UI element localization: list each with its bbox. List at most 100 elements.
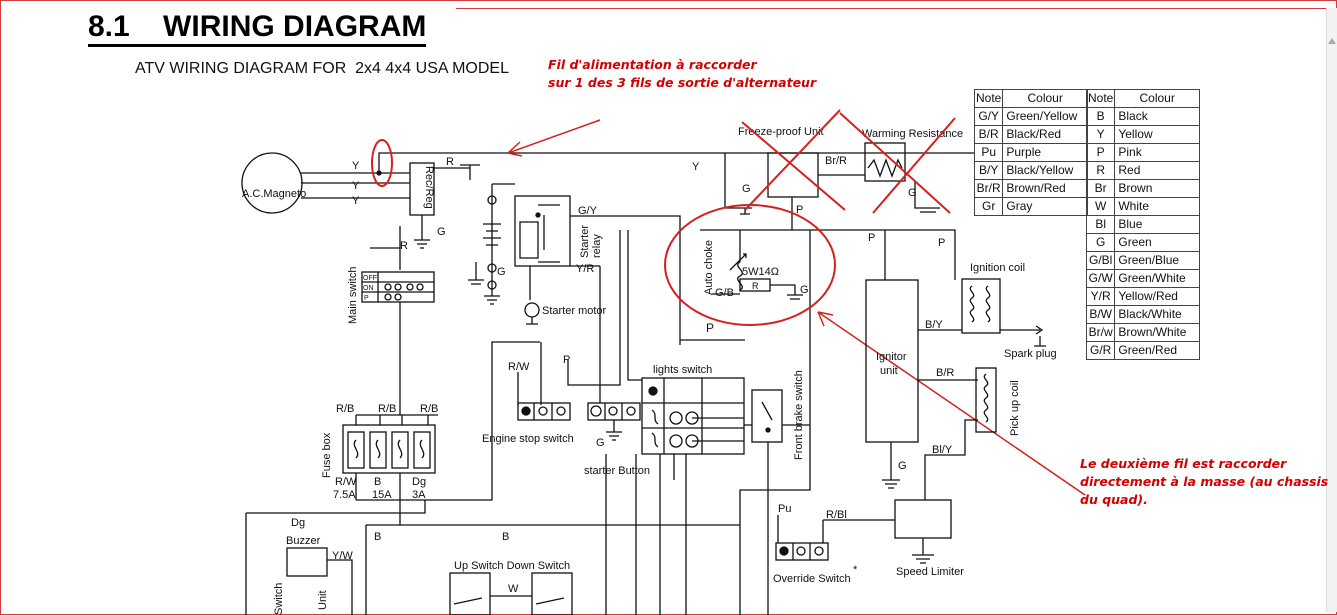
lights-switch-box[interactable] [641,377,745,455]
wire-label-g-ignitor: G [898,460,907,472]
wire-label-dg-buzzer: Dg [291,517,305,529]
color-code: W [1085,197,1116,216]
override-switch-box[interactable] [775,542,829,561]
color-code: Y [1085,125,1116,144]
switch-contact [669,434,683,448]
wire-label-yw: Y/W [332,550,353,562]
fuse-rating-3: 3A [412,489,426,501]
switch-contact [384,293,392,301]
wire-label-b-bus1: B [374,531,381,543]
annotation-power-wire-line1: Fil d'alimentation à raccorder [548,57,757,72]
pickup-coil-box [975,367,997,433]
switch-contact [669,411,683,425]
ground-symbol [606,420,622,441]
engine-stop-switch-box[interactable] [517,402,571,421]
pickup-coil-winding [983,373,989,423]
battery-symbol [483,223,501,246]
wire-label-rw-engine: R/W [508,361,530,373]
page-top-border [456,8,1328,9]
wire-label-p-bus: P [706,321,714,335]
main-switch-off: OFF [363,275,377,282]
color-code: B [1085,107,1116,126]
front-brake-switch-box[interactable] [751,389,783,443]
switch-contact-filled [765,427,771,433]
color-name: Green [1114,233,1200,252]
page-title: 8.1 WIRING DIAGRAM [88,11,427,47]
unit-label: Unit [317,590,329,610]
color-code: Br/R [973,179,1004,198]
lights-switch-grid [642,378,744,454]
scroll-up-arrow-icon[interactable] [1328,38,1336,44]
switch-contact [394,293,402,301]
starter-relay-coil [519,221,539,259]
color-code: B/Y [973,161,1004,180]
switch-contact [608,406,618,416]
buzzer-label: Buzzer [286,535,321,547]
warming-resistance-symbol [867,158,903,178]
up-switch-box[interactable] [449,572,491,615]
wire-label-g-recreg: G [437,226,446,238]
starter-motor-symbol [524,302,540,318]
wire-label-by: B/Y [925,319,943,331]
color-code: P [1085,143,1116,162]
relay-junction-dot [535,212,541,218]
auto-choke-coil [737,230,743,291]
wire-label-g-starter: G [596,437,605,449]
p-bus-wire [700,229,956,280]
annotation-power-wire-line2: sur 1 des 3 fils de sortie d'alternateur [548,75,817,90]
annotation-ground-wire: Le deuxième fil est raccorder directemen… [1080,456,1329,507]
switch-contact [416,283,424,291]
color-name: Green/Yellow [1002,107,1088,126]
switch-contact [538,406,548,416]
starter-relay-label-line2: relay [591,234,603,258]
main-switch-label: Main switch [347,267,359,324]
front-brake-switch-label: Front brake switch [793,370,805,460]
main-switch-grid [362,272,434,302]
wire-label-r-choke: R [752,281,759,291]
front-brake-contacts [744,401,810,615]
color-name: Black/Yellow [1002,161,1088,180]
speed-limiter-box [894,499,952,539]
ground-symbol [468,262,484,285]
color-name: Brown [1114,179,1200,198]
magneto-label: A.C.Magneto [242,188,306,200]
vertical-scrollbar[interactable] [1326,8,1337,612]
wire-label-gb: G/B [715,287,734,299]
wire-label-p-ignitor: P [868,232,875,244]
header-colour: Colour [1002,89,1088,108]
warming-resistance-ground [914,181,940,213]
wire-label-g-battery: G [497,266,506,278]
wire-label-br: B/R [936,367,954,379]
color-name: Purple [1002,143,1088,162]
switch-contact [590,405,602,417]
lights-switch-elements [651,409,659,448]
color-code: G/R [1085,341,1116,360]
header-note: Note [973,89,1004,108]
switch-contact [384,283,392,291]
color-code: G/Y [973,107,1004,126]
color-code: Bl [1085,215,1116,234]
color-name: Black/White [1114,305,1200,324]
lights-down-wires [605,454,687,615]
header-colour: Colour [1114,89,1200,108]
fuse-rating-2: 15A [372,489,392,501]
color-code: G [1085,233,1116,252]
color-name: Black/Red [1002,125,1088,144]
down-switch-box[interactable] [531,572,573,615]
speed-limiter-label: Speed Limiter [896,566,964,578]
main-switch-box[interactable] [361,271,435,303]
starter-relay-box [514,195,571,267]
battery-wire [491,183,515,296]
wire-label-b-fuse: B [374,476,381,488]
color-name: Red [1114,161,1200,180]
